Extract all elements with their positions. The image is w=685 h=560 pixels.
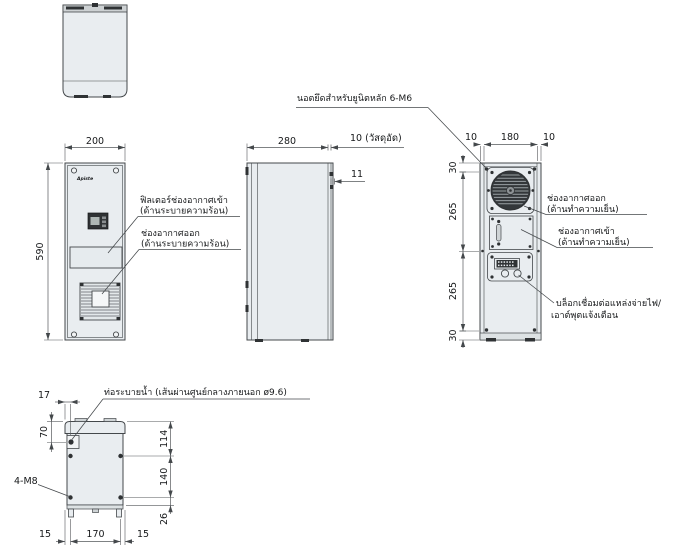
side-mounting-tabs xyxy=(245,167,334,342)
panel-handle xyxy=(496,224,502,242)
top-vent-left xyxy=(66,6,84,10)
dim-bottom-width: 15 170 15 xyxy=(39,510,149,545)
bottom-front-band xyxy=(64,421,126,434)
front-view: Apiste xyxy=(35,136,241,341)
svg-text:70: 70 xyxy=(39,426,50,438)
svg-text:30: 30 xyxy=(448,329,459,341)
dim-rear-top: 10 180 10 xyxy=(465,132,555,161)
svg-text:(ด้านระบายความร้อน): (ด้านระบายความร้อน) xyxy=(141,239,229,250)
front-hinge-left xyxy=(74,418,88,422)
svg-text:บล็อกเชื่อมต่อแหล่งจ่ายไฟ/: บล็อกเชื่อมต่อแหล่งจ่ายไฟ/ xyxy=(556,296,662,309)
svg-text:10: 10 xyxy=(465,132,477,143)
svg-text:140: 140 xyxy=(159,468,170,486)
top-tab xyxy=(92,3,98,7)
rear-connector-panel xyxy=(487,252,533,282)
rear-inlet-panel xyxy=(489,215,534,250)
rear-leg-right xyxy=(116,508,122,518)
top-foot-left xyxy=(74,95,88,98)
rear-fan-panel xyxy=(486,167,535,214)
top-foot-right xyxy=(103,95,111,98)
svg-text:(ด้านทำความเย็น): (ด้านทำความเย็น) xyxy=(547,202,619,215)
bottom-bolt-holes xyxy=(68,453,123,500)
dim-front-width: 200 xyxy=(64,136,126,161)
svg-text:นอตยึดสำหรับยูนิตหลัก 6-M6: นอตยึดสำหรับยูนิตหลัก 6-M6 xyxy=(297,93,412,104)
svg-text:(ด้านทำความเย็น): (ด้านทำความเย็น) xyxy=(558,235,630,248)
label-filter-inlet: ฟิลเตอร์ช่องอากาศเข้า (ด้านระบายความร้อน… xyxy=(107,194,240,254)
svg-text:ท่อระบายน้ำ (เส้นผ่านศูนย์กลาง: ท่อระบายน้ำ (เส้นผ่านศูนย์กลางภายนอก ø9.… xyxy=(104,385,287,398)
dim-drain-y: 70 xyxy=(39,412,66,452)
bottom-view: 17 70 4-M8 15 170 15 xyxy=(14,385,310,545)
svg-text:200: 200 xyxy=(86,136,104,147)
rear-leg-left xyxy=(68,508,74,518)
top-view xyxy=(62,3,128,98)
front-mounting-holes xyxy=(70,167,120,338)
svg-text:11: 11 xyxy=(351,169,363,180)
top-view-outline xyxy=(62,4,128,98)
label-power-block: บล็อกเชื่อมต่อแหล่งจ่ายไฟ/ เอาต์พุตแจ้งเ… xyxy=(518,274,662,321)
drain-hole xyxy=(68,439,74,445)
front-fan-grille xyxy=(79,282,121,321)
svg-text:280: 280 xyxy=(278,136,296,147)
svg-text:ฟิลเตอร์ช่องอากาศเข้า: ฟิลเตอร์ช่องอากาศเข้า xyxy=(140,194,228,206)
svg-text:265: 265 xyxy=(448,282,459,300)
dim-drain-x: 17 xyxy=(38,390,80,435)
brand-logo: Apiste xyxy=(76,176,93,182)
side-view: 280 10 (วัสดุอัด) 11 xyxy=(245,133,404,342)
svg-text:30: 30 xyxy=(448,161,459,173)
svg-text:4-M8: 4-M8 xyxy=(14,476,38,487)
dim-bottom-depth: 114 140 26 xyxy=(124,421,174,525)
top-vent-right xyxy=(104,6,122,10)
rear-center-tab xyxy=(92,508,99,513)
bottom-body xyxy=(66,433,124,506)
svg-text:265: 265 xyxy=(448,202,459,220)
label-front-outlet: ช่องอากาศออก (ด้านระบายความร้อน) xyxy=(101,229,241,295)
label-mount-nuts: นอตยึดสำหรับยูนิตหลัก 6-M6 xyxy=(296,93,486,168)
front-hinge-right xyxy=(103,418,117,422)
dim-side-packing: 10 (วัสดุอัด) xyxy=(327,133,404,151)
front-air-vent xyxy=(69,246,123,269)
bottom-rear-band xyxy=(66,504,124,510)
svg-text:17: 17 xyxy=(38,390,50,401)
cable-gland-right xyxy=(513,269,522,278)
label-cool-outlet: ช่องอากาศออก (ด้านทำความเย็น) xyxy=(523,194,647,215)
dim-rear-left: 30 265 265 30 xyxy=(448,155,479,348)
rear-view: 10 180 10 30 265 265 30 นอตยึดสำหรับยูนิ… xyxy=(296,93,662,348)
svg-text:15: 15 xyxy=(39,529,51,540)
svg-text:ช่องอากาศออก: ช่องอากาศออก xyxy=(547,194,606,204)
side-outline xyxy=(246,162,334,341)
svg-text:26: 26 xyxy=(159,513,170,525)
dim-side-offset: 11 xyxy=(330,169,365,185)
rear-foot-left xyxy=(486,338,496,342)
rear-frame-screws xyxy=(481,167,540,332)
svg-text:10: 10 xyxy=(543,132,555,143)
svg-text:170: 170 xyxy=(86,529,104,540)
svg-text:ช่องอากาศออก: ช่องอากาศออก xyxy=(141,229,200,239)
dim-front-height: 590 xyxy=(35,162,63,341)
rear-base-strip xyxy=(479,332,542,341)
svg-text:15: 15 xyxy=(137,529,149,540)
dim-side-depth: 280 xyxy=(246,136,328,161)
svg-text:10 (วัสดุอัด): 10 (วัสดุอัด) xyxy=(350,133,402,144)
rear-foot-right xyxy=(525,338,535,342)
label-drain-pipe: ท่อระบายน้ำ (เส้นผ่านศูนย์กลางภายนอก ø9.… xyxy=(71,385,310,440)
svg-text:(ด้านระบายความร้อน): (ด้านระบายความร้อน) xyxy=(140,206,228,217)
svg-text:เอาต์พุตแจ้งเตือน: เอาต์พุตแจ้งเตือน xyxy=(551,309,618,321)
svg-text:180: 180 xyxy=(501,132,519,143)
svg-text:590: 590 xyxy=(35,242,46,260)
svg-text:114: 114 xyxy=(159,430,170,448)
label-cool-inlet: ช่องอากาศเข้า (ด้านทำความเย็น) xyxy=(520,226,653,248)
svg-text:ช่องอากาศเข้า: ช่องอากาศเข้า xyxy=(558,226,615,237)
cable-gland-left xyxy=(500,269,510,278)
control-panel xyxy=(87,212,109,230)
front-inner-frame xyxy=(67,165,123,338)
label-bolts: 4-M8 xyxy=(14,476,70,497)
